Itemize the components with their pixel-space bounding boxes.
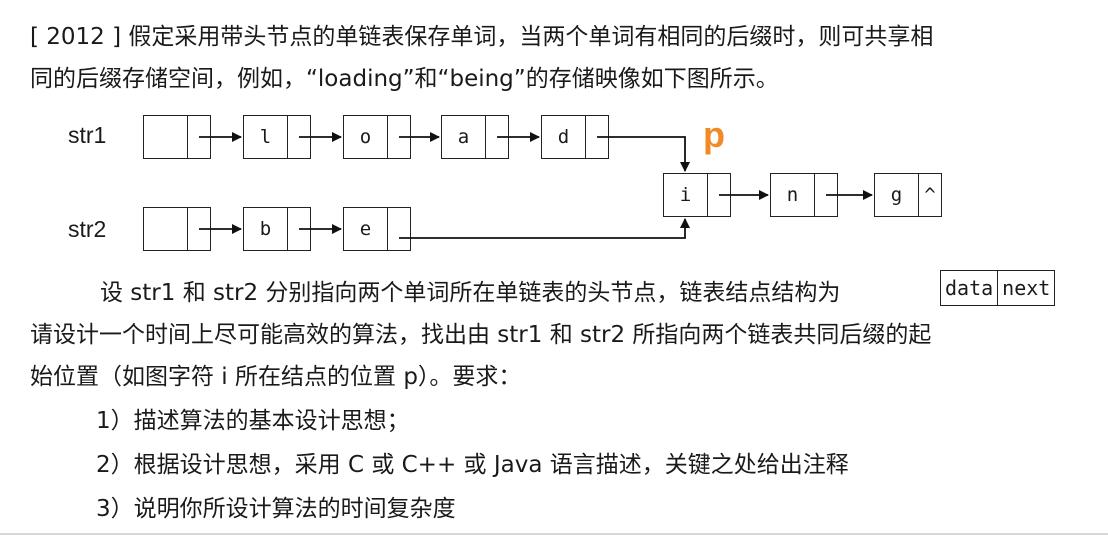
arrow-d-to-i [597,136,690,172]
head-data-cell [144,116,188,158]
node-data: b [244,208,288,250]
requirement-2: 2）根据设计思想，采用 C 或 C++ 或 Java 语言描述，关键之处给出注释 [96,452,849,478]
node-data: e [344,208,388,250]
head-data-cell [144,208,188,250]
body-line-1: 设 str1 和 str2 分别指向两个单词所在单链表的头节点，链表结点结构为 [100,280,841,306]
node-data: d [542,116,586,158]
str1-node-o: o [343,115,411,159]
body-line-2: 请设计一个时间上尽可能高效的算法，找出由 str1 和 str2 所指向两个链表… [30,322,932,348]
node-data: o [344,116,388,158]
arrow-e-to-i [399,218,690,239]
str2-label: str2 [68,216,107,242]
shared-node-g: g ^ [874,173,942,217]
str1-node-d: d [541,115,609,159]
node-data: a [442,116,486,158]
p-pointer-label: p [703,114,725,155]
bottom-divider [0,533,1108,535]
intro-line-1: [ 2012 ] 假定采用带头节点的单链表保存单词，当两个单词有相同的后缀时，则… [30,24,934,50]
intro-line-2: 同的后缀存储空间，例如，“loading”和“being”的存储映像如下图所示。 [30,66,779,92]
body-line-3: 始位置（如图字符 i 所在结点的位置 p）。要求： [30,364,522,390]
node-data: l [244,116,288,158]
str1-label: str1 [68,122,107,148]
node-data: g [875,174,919,216]
null-marker: ^ [924,184,936,206]
node-data: n [771,174,815,216]
struct-data-field: data [941,271,999,305]
requirement-1: 1）描述算法的基本设计思想； [96,408,410,434]
struct-next-field: next [1002,276,1051,300]
node-structure-diagram: data next [940,270,1056,306]
requirement-3: 3）说明你所设计算法的时间复杂度 [96,496,456,522]
str2-node-e: e [343,207,411,251]
node-data: i [664,174,708,216]
